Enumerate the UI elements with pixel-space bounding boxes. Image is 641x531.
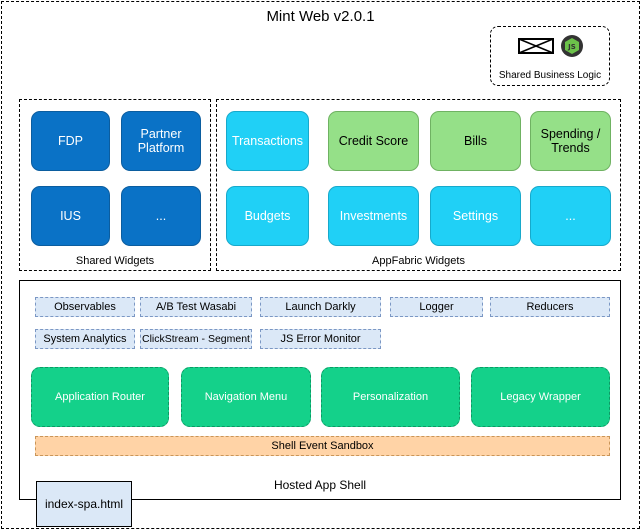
- service-logger[interactable]: Logger: [390, 297, 483, 317]
- shell-application-router[interactable]: Application Router: [31, 367, 169, 427]
- widget-transactions[interactable]: Transactions: [226, 111, 309, 171]
- shell-event-sandbox[interactable]: Shell Event Sandbox: [35, 436, 610, 456]
- hosted-app-shell-label: Hosted App Shell: [273, 478, 367, 492]
- service-launch-darkly[interactable]: Launch Darkly: [260, 297, 381, 317]
- widget-investments[interactable]: Investments: [328, 186, 419, 246]
- service-clickstream-segment[interactable]: ClickStream - Segment: [140, 329, 252, 349]
- appfabric-widgets-group: [216, 99, 621, 271]
- widget-appfabric-more[interactable]: ...: [530, 186, 611, 246]
- service-reducers[interactable]: Reducers: [490, 297, 610, 317]
- service-ab-test-wasabi[interactable]: A/B Test Wasabi: [140, 297, 252, 317]
- shared-widgets-label: Shared Widgets: [75, 255, 155, 267]
- svg-text:JS: JS: [567, 43, 576, 51]
- shell-navigation-menu[interactable]: Navigation Menu: [181, 367, 311, 427]
- index-spa-entry[interactable]: index-spa.html: [36, 481, 132, 527]
- widget-ius[interactable]: IUS: [31, 186, 110, 246]
- envelope-icon: [518, 38, 554, 59]
- widget-partner-platform[interactable]: Partner Platform: [121, 111, 201, 171]
- service-observables[interactable]: Observables: [35, 297, 135, 317]
- service-js-error-monitor[interactable]: JS Error Monitor: [260, 329, 381, 349]
- widget-shared-more[interactable]: ...: [121, 186, 201, 246]
- widget-settings[interactable]: Settings: [430, 186, 521, 246]
- diagram-title: Mint Web v2.0.1: [266, 8, 375, 25]
- shell-legacy-wrapper[interactable]: Legacy Wrapper: [471, 367, 610, 427]
- widget-bills[interactable]: Bills: [430, 111, 521, 171]
- appfabric-widgets-label: AppFabric Widgets: [372, 255, 465, 267]
- service-system-analytics[interactable]: System Analytics: [35, 329, 135, 349]
- widget-spending-trends[interactable]: Spending / Trends: [530, 111, 611, 171]
- shared-widgets-group: [19, 99, 211, 271]
- shared-business-logic-label: Shared Business Logic: [498, 70, 602, 81]
- nodejs-icon: JS: [560, 34, 584, 63]
- widget-budgets[interactable]: Budgets: [226, 186, 309, 246]
- widget-fdp[interactable]: FDP: [31, 111, 110, 171]
- shell-personalization[interactable]: Personalization: [321, 367, 460, 427]
- shared-business-logic-box: [490, 26, 610, 86]
- widget-credit-score[interactable]: Credit Score: [328, 111, 419, 171]
- hosted-app-shell: [19, 280, 621, 500]
